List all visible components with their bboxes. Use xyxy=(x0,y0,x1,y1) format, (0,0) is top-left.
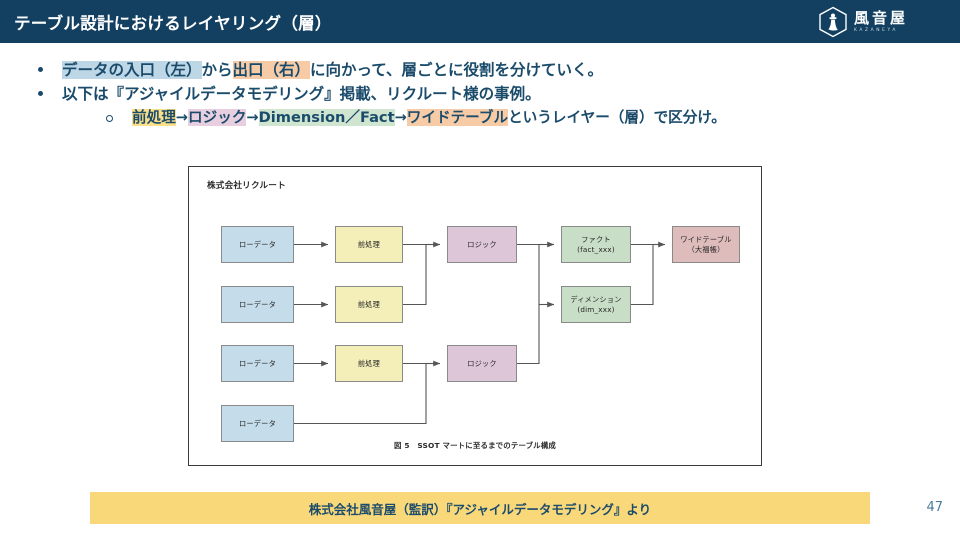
bullet-circle-icon xyxy=(106,115,113,123)
figure-node-label: ファクト xyxy=(581,234,611,244)
page-title: テーブル設計におけるレイヤリング（層） xyxy=(14,14,332,33)
plain-phrase: というレイヤー（層）で区分け。 xyxy=(508,109,726,127)
figure-node-label: ローデータ xyxy=(239,418,276,428)
figure-company-label: 株式会社リクルート xyxy=(207,181,286,191)
source-text: 株式会社風音屋（監訳）『アジャイルデータモデリング』より xyxy=(308,501,652,517)
figure-node-dim: ディメンション(dim_xxx) xyxy=(561,286,631,323)
header-divider xyxy=(0,43,960,46)
bullet-text: 以下は『アジャイルデータモデリング』掲載、リクルート様の事例。 xyxy=(62,82,541,106)
figure-node-label: ディメンション xyxy=(570,294,622,304)
figure-node-pre1: 前処理 xyxy=(335,226,403,263)
logo-text-jp: 風音屋 xyxy=(854,8,909,27)
bullet-row: 前処理→ロジック→Dimension／Fact→ワイドテーブルというレイヤー（層… xyxy=(106,107,960,130)
figure-node-raw2: ローデータ xyxy=(221,286,294,323)
highlighted-phrase: ロジック xyxy=(188,109,247,127)
figure-node-label: ロジック xyxy=(467,358,497,368)
figure-node-label: ローデータ xyxy=(239,358,276,368)
figure-node-raw3: ローデータ xyxy=(221,345,294,382)
figure-node-raw1: ローデータ xyxy=(221,226,294,263)
figure-node-label: 前処理 xyxy=(357,358,381,368)
highlighted-phrase: データの入口（左） xyxy=(62,61,202,79)
plain-phrase: → xyxy=(246,109,259,127)
highlighted-phrase: 出口（右） xyxy=(232,61,311,79)
bullet-text: 前処理→ロジック→Dimension／Fact→ワイドテーブルというレイヤー（層… xyxy=(132,107,726,130)
plain-phrase: → xyxy=(175,109,189,127)
plain-phrase: から xyxy=(201,61,233,79)
hexagon-emblem-icon xyxy=(818,6,848,38)
bullet-list: データの入口（左）から出口（右）に向かって、層ごとに役割を分けていく。以下は『ア… xyxy=(0,58,960,130)
bullet-row: データの入口（左）から出口（右）に向かって、層ごとに役割を分けていく。 xyxy=(38,58,960,82)
figure-node-raw4: ローデータ xyxy=(221,405,294,442)
slide-header: テーブル設計におけるレイヤリング（層） 風音屋 KAZANEYA xyxy=(0,0,960,43)
figure-node-fact: ファクト(fact_xxx) xyxy=(561,226,631,263)
figure-node-pre2: 前処理 xyxy=(335,286,403,323)
plain-phrase: → xyxy=(394,109,407,127)
figure-node-sublabel: (dim_xxx) xyxy=(577,304,615,314)
figure-node-label: 前処理 xyxy=(357,299,381,309)
figure-node-sublabel: （大福帳） xyxy=(687,244,725,254)
bullet-text: データの入口（左）から出口（右）に向かって、層ごとに役割を分けていく。 xyxy=(62,58,603,82)
figure-connectors xyxy=(294,241,666,425)
bullet-row: 以下は『アジャイルデータモデリング』掲載、リクルート様の事例。 xyxy=(38,82,960,106)
highlighted-phrase: 前処理 xyxy=(132,109,176,127)
plain-phrase: に向かって、層ごとに役割を分けていく。 xyxy=(310,61,603,79)
figure-node-label: ローデータ xyxy=(239,239,276,249)
bullet-disc-icon xyxy=(38,67,43,72)
figure-caption: 図 5 SSOT マートに至るまでのテーブル構成 xyxy=(394,441,556,450)
figure-node-label: 前処理 xyxy=(357,239,381,249)
figure-node-wide: ワイドテーブル（大福帳） xyxy=(672,226,740,263)
figure-node-logic1: ロジック xyxy=(447,226,517,263)
figure-node-sublabel: (fact_xxx) xyxy=(577,244,615,254)
highlighted-phrase: Dimension／Fact xyxy=(258,109,395,127)
source-band: 株式会社風音屋（監訳）『アジャイルデータモデリング』より xyxy=(90,492,870,524)
page-number: 47 xyxy=(926,500,943,515)
logo-wordmark: 風音屋 KAZANEYA xyxy=(854,8,909,33)
figure-node-logic2: ロジック xyxy=(447,345,517,382)
figure-node-label: ワイドテーブル xyxy=(680,234,732,244)
figure-node-pre3: 前処理 xyxy=(335,345,403,382)
brand-logo: 風音屋 KAZANEYA xyxy=(818,5,948,39)
logo-text-en: KAZANEYA xyxy=(854,27,899,33)
bullet-disc-icon xyxy=(38,91,43,97)
highlighted-phrase: ワイドテーブル xyxy=(406,109,509,127)
plain-phrase: 以下は『アジャイルデータモデリング』掲載、リクルート様の事例。 xyxy=(62,85,541,104)
figure-panel: 株式会社リクルート xyxy=(188,166,762,466)
figure-node-label: ローデータ xyxy=(239,299,276,309)
figure-node-label: ロジック xyxy=(467,239,497,249)
